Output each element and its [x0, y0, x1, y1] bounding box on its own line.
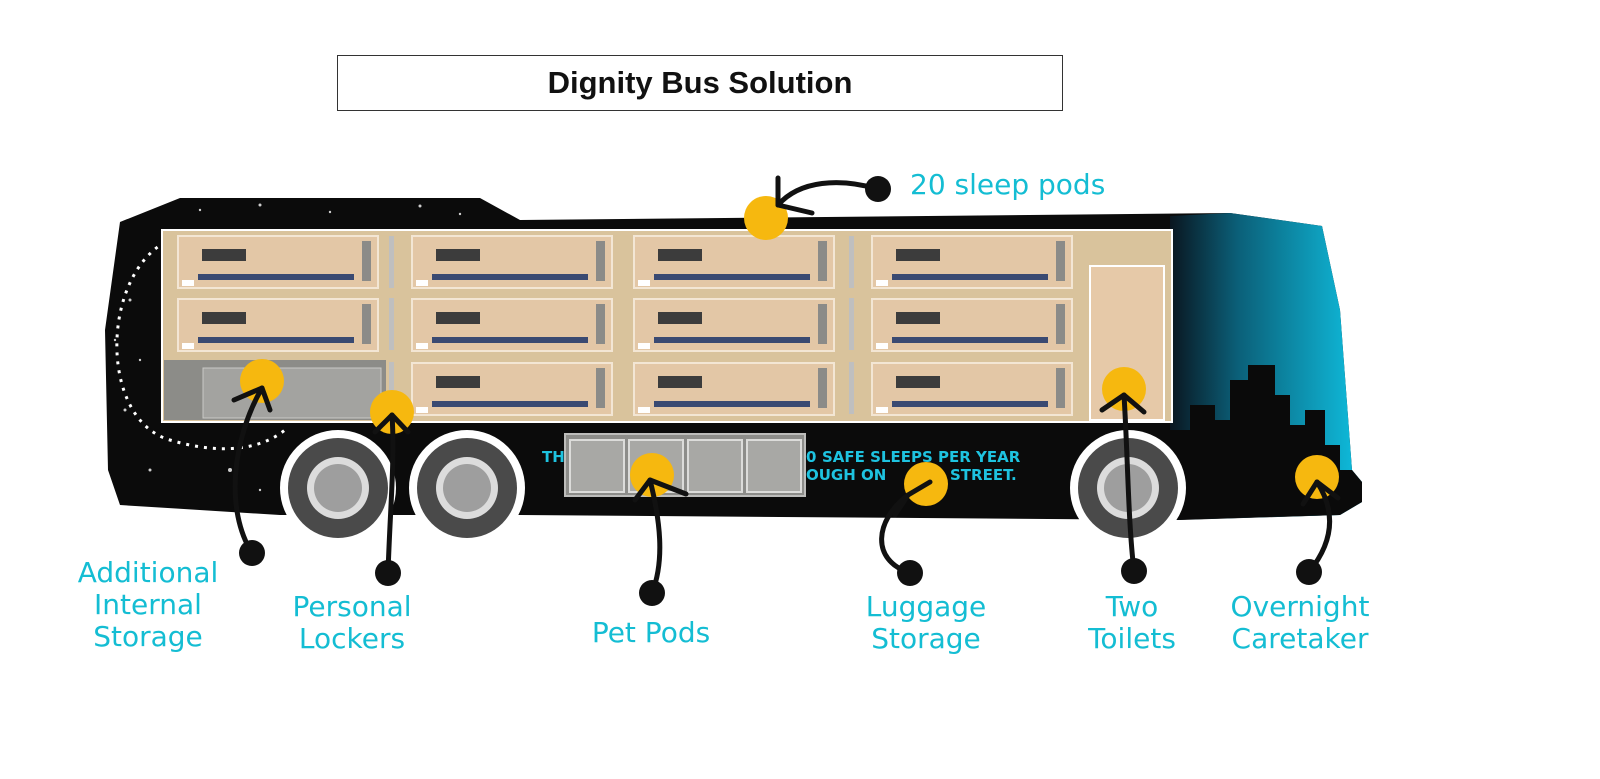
sleep-pod [411, 362, 613, 416]
sleep-pod [633, 235, 835, 289]
diagram-title: Dignity Bus Solution [337, 55, 1063, 111]
rear-wheel-2 [409, 430, 525, 546]
callout-dots [239, 176, 1322, 606]
svg-text:Luggage: Luggage [866, 590, 987, 623]
svg-text:Two: Two [1105, 590, 1159, 623]
bus-slogan-line2: OUGH ON [806, 466, 886, 484]
bus-slogan-line2-right: STREET. [950, 466, 1017, 484]
sleep-pod [871, 235, 1073, 289]
label-storage: Additional Internal Storage [78, 556, 219, 653]
pet-pods-compartment [564, 433, 806, 497]
svg-text:Additional: Additional [78, 556, 219, 589]
bus-slogan-line1: SAFE SLEEPS PER YEAR [822, 448, 1021, 466]
bus-slogan-left: TH [542, 448, 565, 466]
sleep-pods [177, 235, 1073, 416]
bus-slogan-fragment: 0 [806, 448, 816, 466]
sleep-pod [633, 362, 835, 416]
svg-text:Storage: Storage [93, 620, 203, 653]
label-toilets: Two Toilets [1087, 590, 1176, 655]
rear-wheel-1 [280, 430, 396, 546]
locker-strips [389, 236, 854, 414]
sleep-pod [411, 298, 613, 352]
label-lockers: Personal Lockers [292, 590, 411, 655]
label-luggage: Luggage Storage [866, 590, 987, 655]
sleep-pod [177, 235, 379, 289]
svg-text:Toilets: Toilets [1087, 622, 1176, 655]
sleep-pod [411, 235, 613, 289]
label-caretaker: Overnight Caretaker [1231, 590, 1370, 655]
svg-text:Storage: Storage [871, 622, 981, 655]
svg-text:Internal: Internal [94, 588, 202, 621]
label-sleep-pods: 20 sleep pods [910, 168, 1105, 201]
sleep-pod [871, 298, 1073, 352]
svg-text:Caretaker: Caretaker [1232, 622, 1369, 655]
svg-text:Personal: Personal [292, 590, 411, 623]
label-pet-pods: Pet Pods [592, 616, 710, 649]
sleep-pod [871, 362, 1073, 416]
svg-text:Overnight: Overnight [1231, 590, 1370, 623]
sleep-pod [177, 298, 379, 352]
svg-text:Lockers: Lockers [299, 622, 405, 655]
sleep-pod [633, 298, 835, 352]
